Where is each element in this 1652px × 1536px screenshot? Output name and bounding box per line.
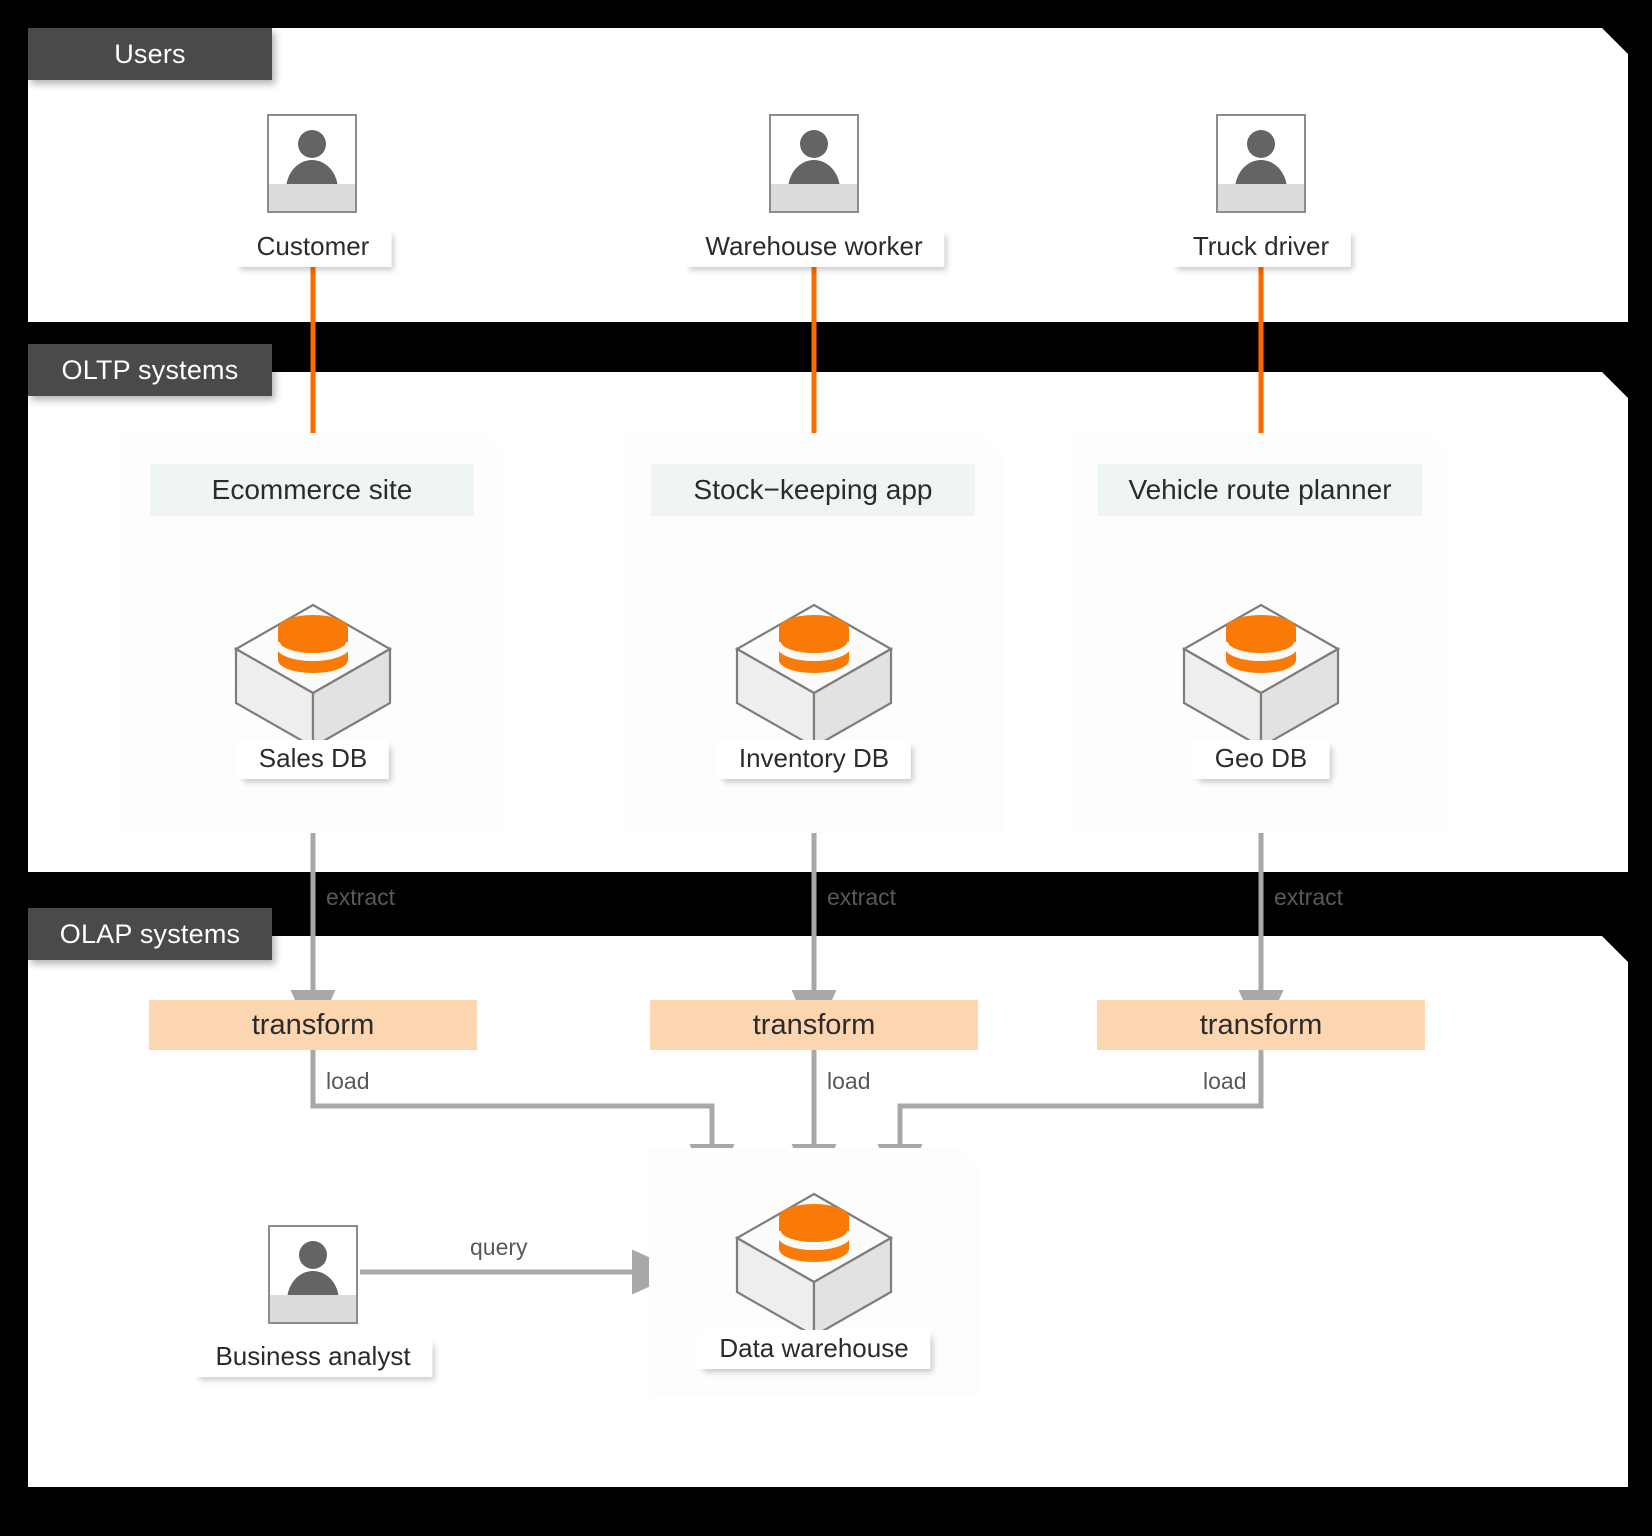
section-tab-olap-label: OLAP systems [59, 918, 241, 949]
edge-label-load-2: load [827, 1068, 871, 1094]
database-cube-icon-sales [233, 601, 393, 751]
user-head-icon [299, 1241, 327, 1269]
app-title-vehicle: Vehicle route planner [1098, 464, 1422, 516]
user-icon-band [269, 184, 355, 211]
section-tab-oltp: OLTP systems [28, 344, 272, 396]
user-icon [1216, 114, 1306, 213]
edge-label-extract-3: extract [1274, 884, 1344, 910]
edge-label-load-1: load [326, 1068, 370, 1094]
actor-label: Warehouse worker [683, 228, 945, 267]
user-icon-band [771, 184, 857, 211]
user-head-icon [800, 130, 828, 158]
user-icon [268, 1225, 358, 1324]
database-cube-icon-inventory [734, 601, 894, 751]
actor-label: Truck driver [1170, 228, 1352, 267]
actor-label: Business analyst [193, 1338, 433, 1377]
db-label-warehouse: Data warehouse [697, 1330, 931, 1369]
user-head-icon [298, 130, 326, 158]
section-tab-oltp-label: OLTP systems [61, 354, 239, 385]
panel-fold-corner [1602, 28, 1628, 54]
edge-label-extract-2: extract [827, 884, 897, 910]
actor-label: Customer [234, 228, 392, 267]
app-title-ecommerce: Ecommerce site [150, 464, 474, 516]
app-title-stock: Stock−keeping app [651, 464, 975, 516]
section-tab-users: Users [28, 28, 272, 80]
db-label-geo: Geo DB [1192, 740, 1330, 779]
database-cube-icon-warehouse [734, 1190, 894, 1340]
user-icon-band [1218, 184, 1304, 211]
edge-label-query: query [470, 1234, 528, 1260]
user-icon [769, 114, 859, 213]
database-cube-icon-geo [1181, 601, 1341, 751]
user-head-icon [1247, 130, 1275, 158]
db-label-inventory: Inventory DB [716, 740, 912, 779]
edge-label-load-3: load [1203, 1068, 1247, 1094]
edge-label-extract-1: extract [326, 884, 396, 910]
transform-chip-3[interactable]: transform [1097, 1000, 1425, 1050]
panel-fold-corner [1602, 936, 1628, 962]
section-tab-olap: OLAP systems [28, 908, 272, 960]
user-icon [267, 114, 357, 213]
panel-fold-corner [1602, 372, 1628, 398]
db-label-sales: Sales DB [236, 740, 390, 779]
transform-chip-2[interactable]: transform [650, 1000, 978, 1050]
user-icon-band [270, 1295, 356, 1322]
transform-chip-1[interactable]: transform [149, 1000, 477, 1050]
section-tab-users-label: Users [114, 38, 186, 69]
